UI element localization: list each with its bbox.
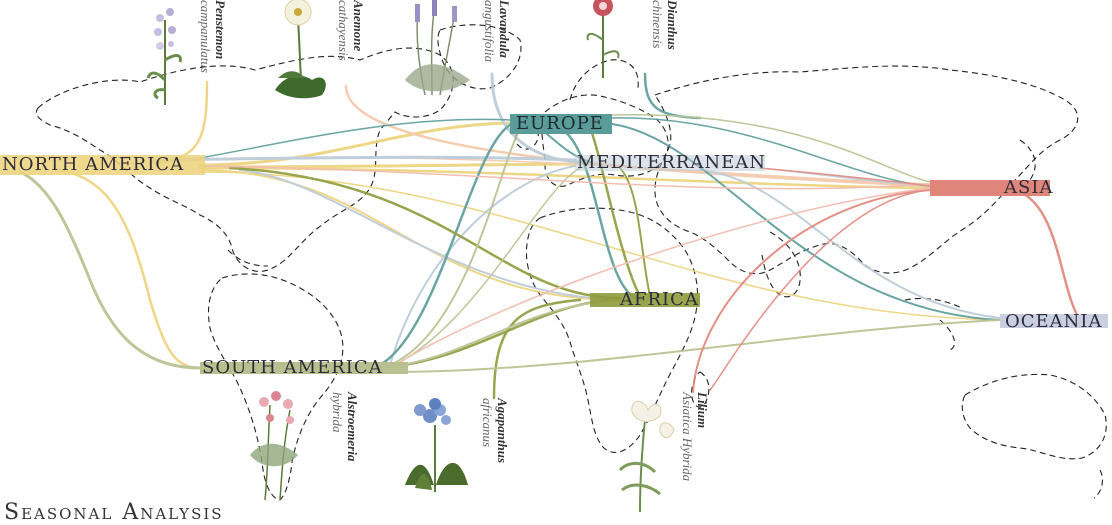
flow-lilium-asia [692, 189, 931, 393]
region-label-africa: AFRICA [620, 289, 699, 310]
bar-mediterranean [575, 155, 765, 171]
plant-label-lavandula: Lavandula angustifolia [482, 0, 512, 62]
flow-europe-south-america [378, 123, 512, 367]
plant-species: Asiatica Hybrida [680, 392, 695, 482]
flow-asia-na [199, 165, 931, 190]
flow-sa-asia [609, 113, 931, 183]
lavender-illustration [405, 0, 470, 96]
plant-label-anemone: Anemone cathayensis [336, 0, 366, 61]
plant-genus: Lavandula [497, 0, 512, 58]
region-label-south-america: SOUTH AMERICA [202, 357, 383, 378]
bar-africa [590, 293, 700, 307]
plant-label-penstemon: Penstemon campanulatus [198, 0, 228, 73]
flow-europe-africa [558, 126, 642, 302]
plant-genus: Agapanthus [495, 398, 510, 464]
world-map-outline [35, 24, 1107, 501]
flow-africa-europe [588, 126, 642, 298]
region-label-europe: EUROPE [516, 113, 604, 134]
flow-sa-europe [389, 129, 521, 366]
footer-title: Seasonal Analysis [4, 500, 224, 525]
region-label-asia: ASIA [1004, 177, 1054, 198]
flow-sa-africa [379, 299, 621, 369]
bar-asia [930, 180, 1050, 196]
flow-na-europe [198, 121, 512, 167]
plant-label-dianthus: Dianthus chinensis [650, 0, 680, 50]
new-zealand-outline [1093, 469, 1103, 499]
flow-agapanthus-africa [492, 298, 582, 400]
asia-outline [654, 65, 1079, 275]
region-label-mediterranean: MEDITERRANEAN [577, 152, 767, 173]
plant-species: africanus [480, 398, 495, 448]
flow-africa-na [228, 166, 622, 300]
japan-outline [1019, 139, 1036, 181]
flow-asia-south-america [394, 187, 931, 366]
scandinavia-outline [569, 59, 639, 101]
plant-species: hybrida [330, 392, 345, 433]
flow-sa-na [18, 170, 202, 370]
flow-med-na [148, 155, 577, 162]
bar-south-america [200, 362, 408, 374]
region-label-north-america: NORTH AMERICA [2, 154, 185, 175]
europe-outline [541, 94, 669, 187]
agapanthus-illustration [405, 398, 468, 492]
plant-genus: Anemone [351, 0, 366, 52]
flow-anemone-asia [344, 84, 932, 188]
flow-na-south-america [58, 168, 202, 370]
flow-europe-oceania [611, 123, 1001, 321]
plant-genus: Alstroemeria [345, 392, 360, 462]
africa-outline [525, 207, 699, 453]
penstemon-illustration [146, 8, 182, 105]
flow-africa-south-america [378, 298, 622, 370]
plant-genus: Lilium [695, 392, 710, 429]
flow-med-oceania [699, 169, 1001, 319]
region-bars [0, 114, 1108, 374]
flow-med-south-america [389, 165, 576, 366]
flow-lavandula-med [490, 72, 582, 164]
australia-outline [961, 373, 1107, 460]
bar-north-america [0, 155, 205, 175]
flow-asia-oceania [1018, 190, 1082, 322]
flow-europe-na [199, 118, 513, 159]
south-america-outline [207, 273, 344, 501]
plant-label-lilium: Lilium Asiatica Hybrida [680, 392, 710, 481]
india-outline [761, 231, 801, 298]
plant-species: angustifolia [482, 0, 497, 63]
plant-label-alstroemeria: Alstroemeria hybrida [330, 392, 360, 461]
plant-genus: Dianthus [665, 0, 680, 50]
region-label-oceania: OCEANIA [1005, 311, 1103, 332]
flow-asia-mediterranean [759, 167, 931, 187]
caribbean-outline [227, 249, 269, 267]
bar-europe [510, 114, 612, 134]
plant-species: chinensis [650, 0, 665, 49]
flow-europe-asia [611, 117, 931, 187]
alstroemeria-illustration [250, 391, 298, 501]
flow-asia-africa [709, 189, 931, 391]
flow-med-africa [239, 169, 621, 301]
flow-sa-oceania [399, 319, 1001, 373]
bar-oceania [1000, 314, 1108, 328]
plant-label-agapanthus: Agapanthus africanus [480, 398, 510, 463]
dianthus-illustration [586, 0, 620, 78]
flow-dianthus-europe [643, 72, 702, 120]
plant-species: cathayensis [336, 0, 351, 61]
flow-penstemon-na [148, 80, 209, 165]
plant-genus: Penstemon [213, 0, 228, 60]
plant-species: campanulatus [198, 0, 213, 73]
north-america-outline [35, 47, 454, 272]
flow-lines [18, 72, 1082, 400]
anemone-illustration [275, 0, 326, 99]
flow-africa-mediterranean [619, 167, 651, 297]
lilium-illustration [618, 400, 675, 513]
